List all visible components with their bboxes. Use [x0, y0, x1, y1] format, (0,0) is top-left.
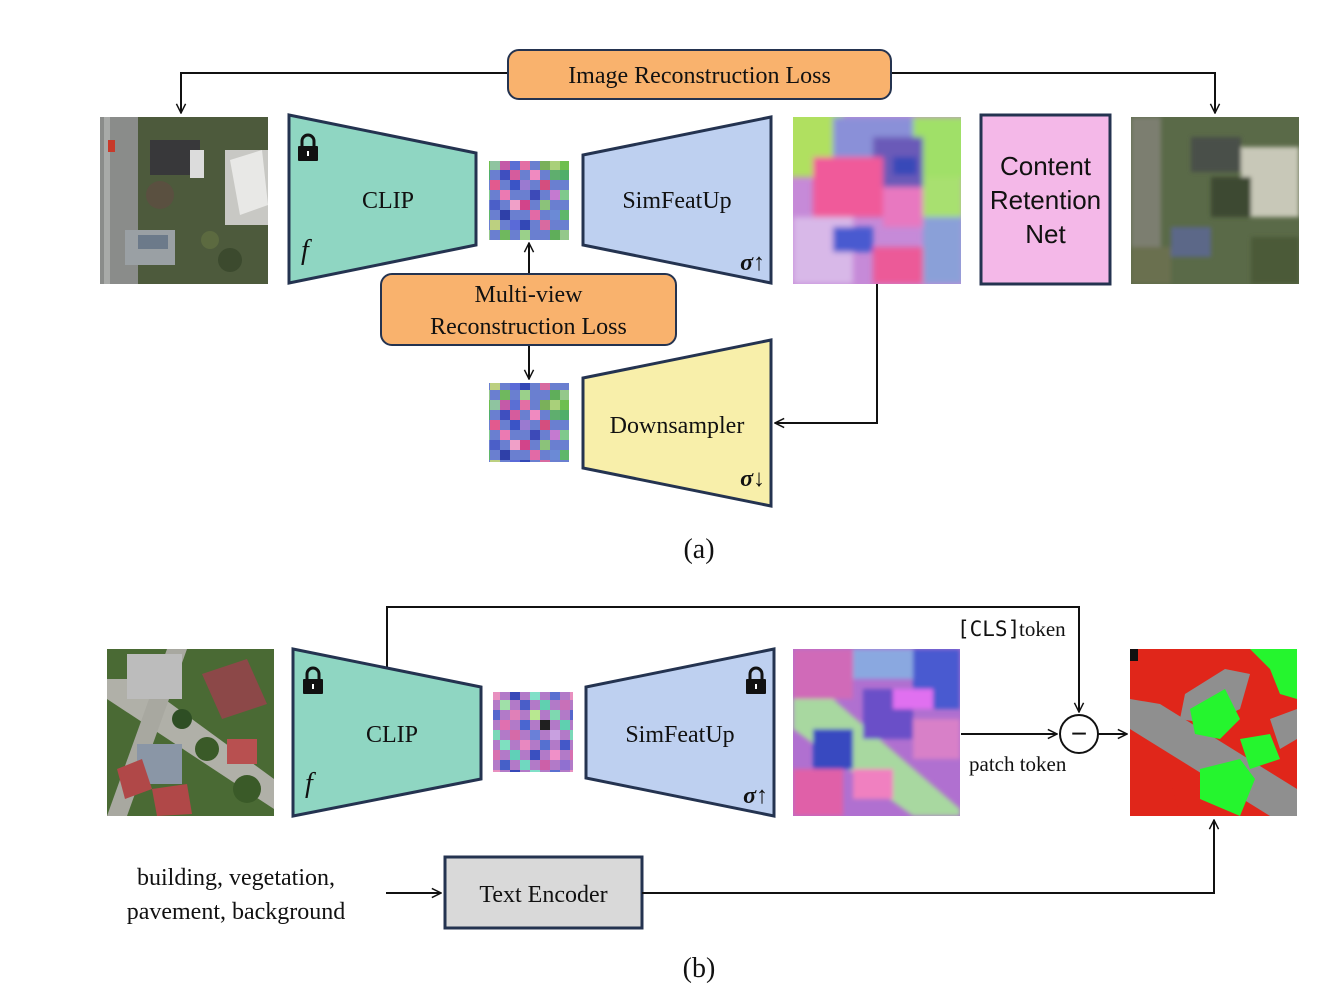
simfeatup-label-b: SimFeatUp: [625, 722, 734, 748]
image-loss-label: Image Reconstruction Loss: [568, 63, 831, 89]
high-res-feature-map-b: [793, 649, 960, 816]
reconstructed-image-a: [1131, 117, 1299, 284]
text-encoder: Text Encoder: [443, 855, 644, 930]
image-reconstruction-loss-box: Image Reconstruction Loss: [507, 49, 892, 100]
simfeatup-b: SimFeatUp σ↑: [584, 647, 776, 818]
crn-line1: Content: [1000, 151, 1092, 181]
downsampler: Downsampler σ↓: [581, 338, 773, 508]
text-embedding-arrow: [642, 820, 1214, 894]
clip-label-a: CLIP: [362, 188, 414, 214]
caption-a: (a): [683, 534, 714, 565]
downsampled-feature-map-a: [489, 383, 569, 462]
simfeatup-symbol-a: σ↑: [740, 250, 765, 276]
cls-token-arrow: [386, 606, 1079, 712]
crn-line3: Net: [1025, 219, 1066, 249]
caption-b: (b): [683, 953, 716, 984]
simfeatup-a: SimFeatUp σ↑: [581, 115, 773, 285]
downsampler-label: Downsampler: [610, 413, 745, 439]
class-names-line1: building, vegetation,: [137, 865, 335, 891]
cls-code: [CLS]: [957, 617, 1020, 641]
cls-word: token: [1019, 617, 1066, 641]
clip-symbol-b: f: [305, 768, 316, 799]
text-encoder-label: Text Encoder: [479, 882, 607, 908]
image-loss-arrow-left: [181, 72, 508, 113]
class-names-line2: pavement, background: [127, 899, 346, 925]
lock-icon: [298, 133, 318, 161]
crn-line2: Retention: [990, 185, 1101, 215]
panel-b: [CLS] token CLIP f: [107, 606, 1297, 984]
low-res-feature-map-b: [493, 692, 573, 772]
downsampler-symbol: σ↓: [740, 466, 765, 492]
patch-token-label: patch token: [969, 752, 1067, 776]
panel-a: Image Reconstruction Loss CLIP f: [100, 49, 1299, 565]
high-res-feature-map-a: [793, 117, 961, 284]
mv-loss-line2: Reconstruction Loss: [430, 314, 627, 340]
subtraction-operator: −: [1059, 714, 1099, 754]
input-aerial-image-a: [100, 117, 268, 284]
multi-view-reconstruction-loss-box: Multi-view Reconstruction Loss: [380, 273, 677, 346]
lock-icon: [303, 666, 323, 694]
content-retention-net: Content Retention Net: [979, 113, 1112, 286]
segmentation-map: [1130, 649, 1297, 816]
simfeatup-symbol-b: σ↑: [743, 783, 768, 809]
lock-icon: [746, 666, 766, 694]
minus-symbol: −: [1071, 718, 1087, 749]
clip-label-b: CLIP: [366, 722, 418, 748]
image-loss-arrow-right: [891, 72, 1215, 113]
simfeatup-label-a: SimFeatUp: [622, 188, 731, 214]
clip-encoder-a: CLIP f: [287, 113, 478, 285]
input-aerial-image-b: [107, 649, 274, 816]
low-res-feature-map-a: [489, 161, 569, 240]
mv-loss-line1: Multi-view: [475, 282, 584, 308]
clip-encoder-b: CLIP f: [291, 647, 483, 818]
clip-symbol-a: f: [301, 235, 312, 266]
feature-to-downsampler-arrow: [775, 284, 878, 423]
